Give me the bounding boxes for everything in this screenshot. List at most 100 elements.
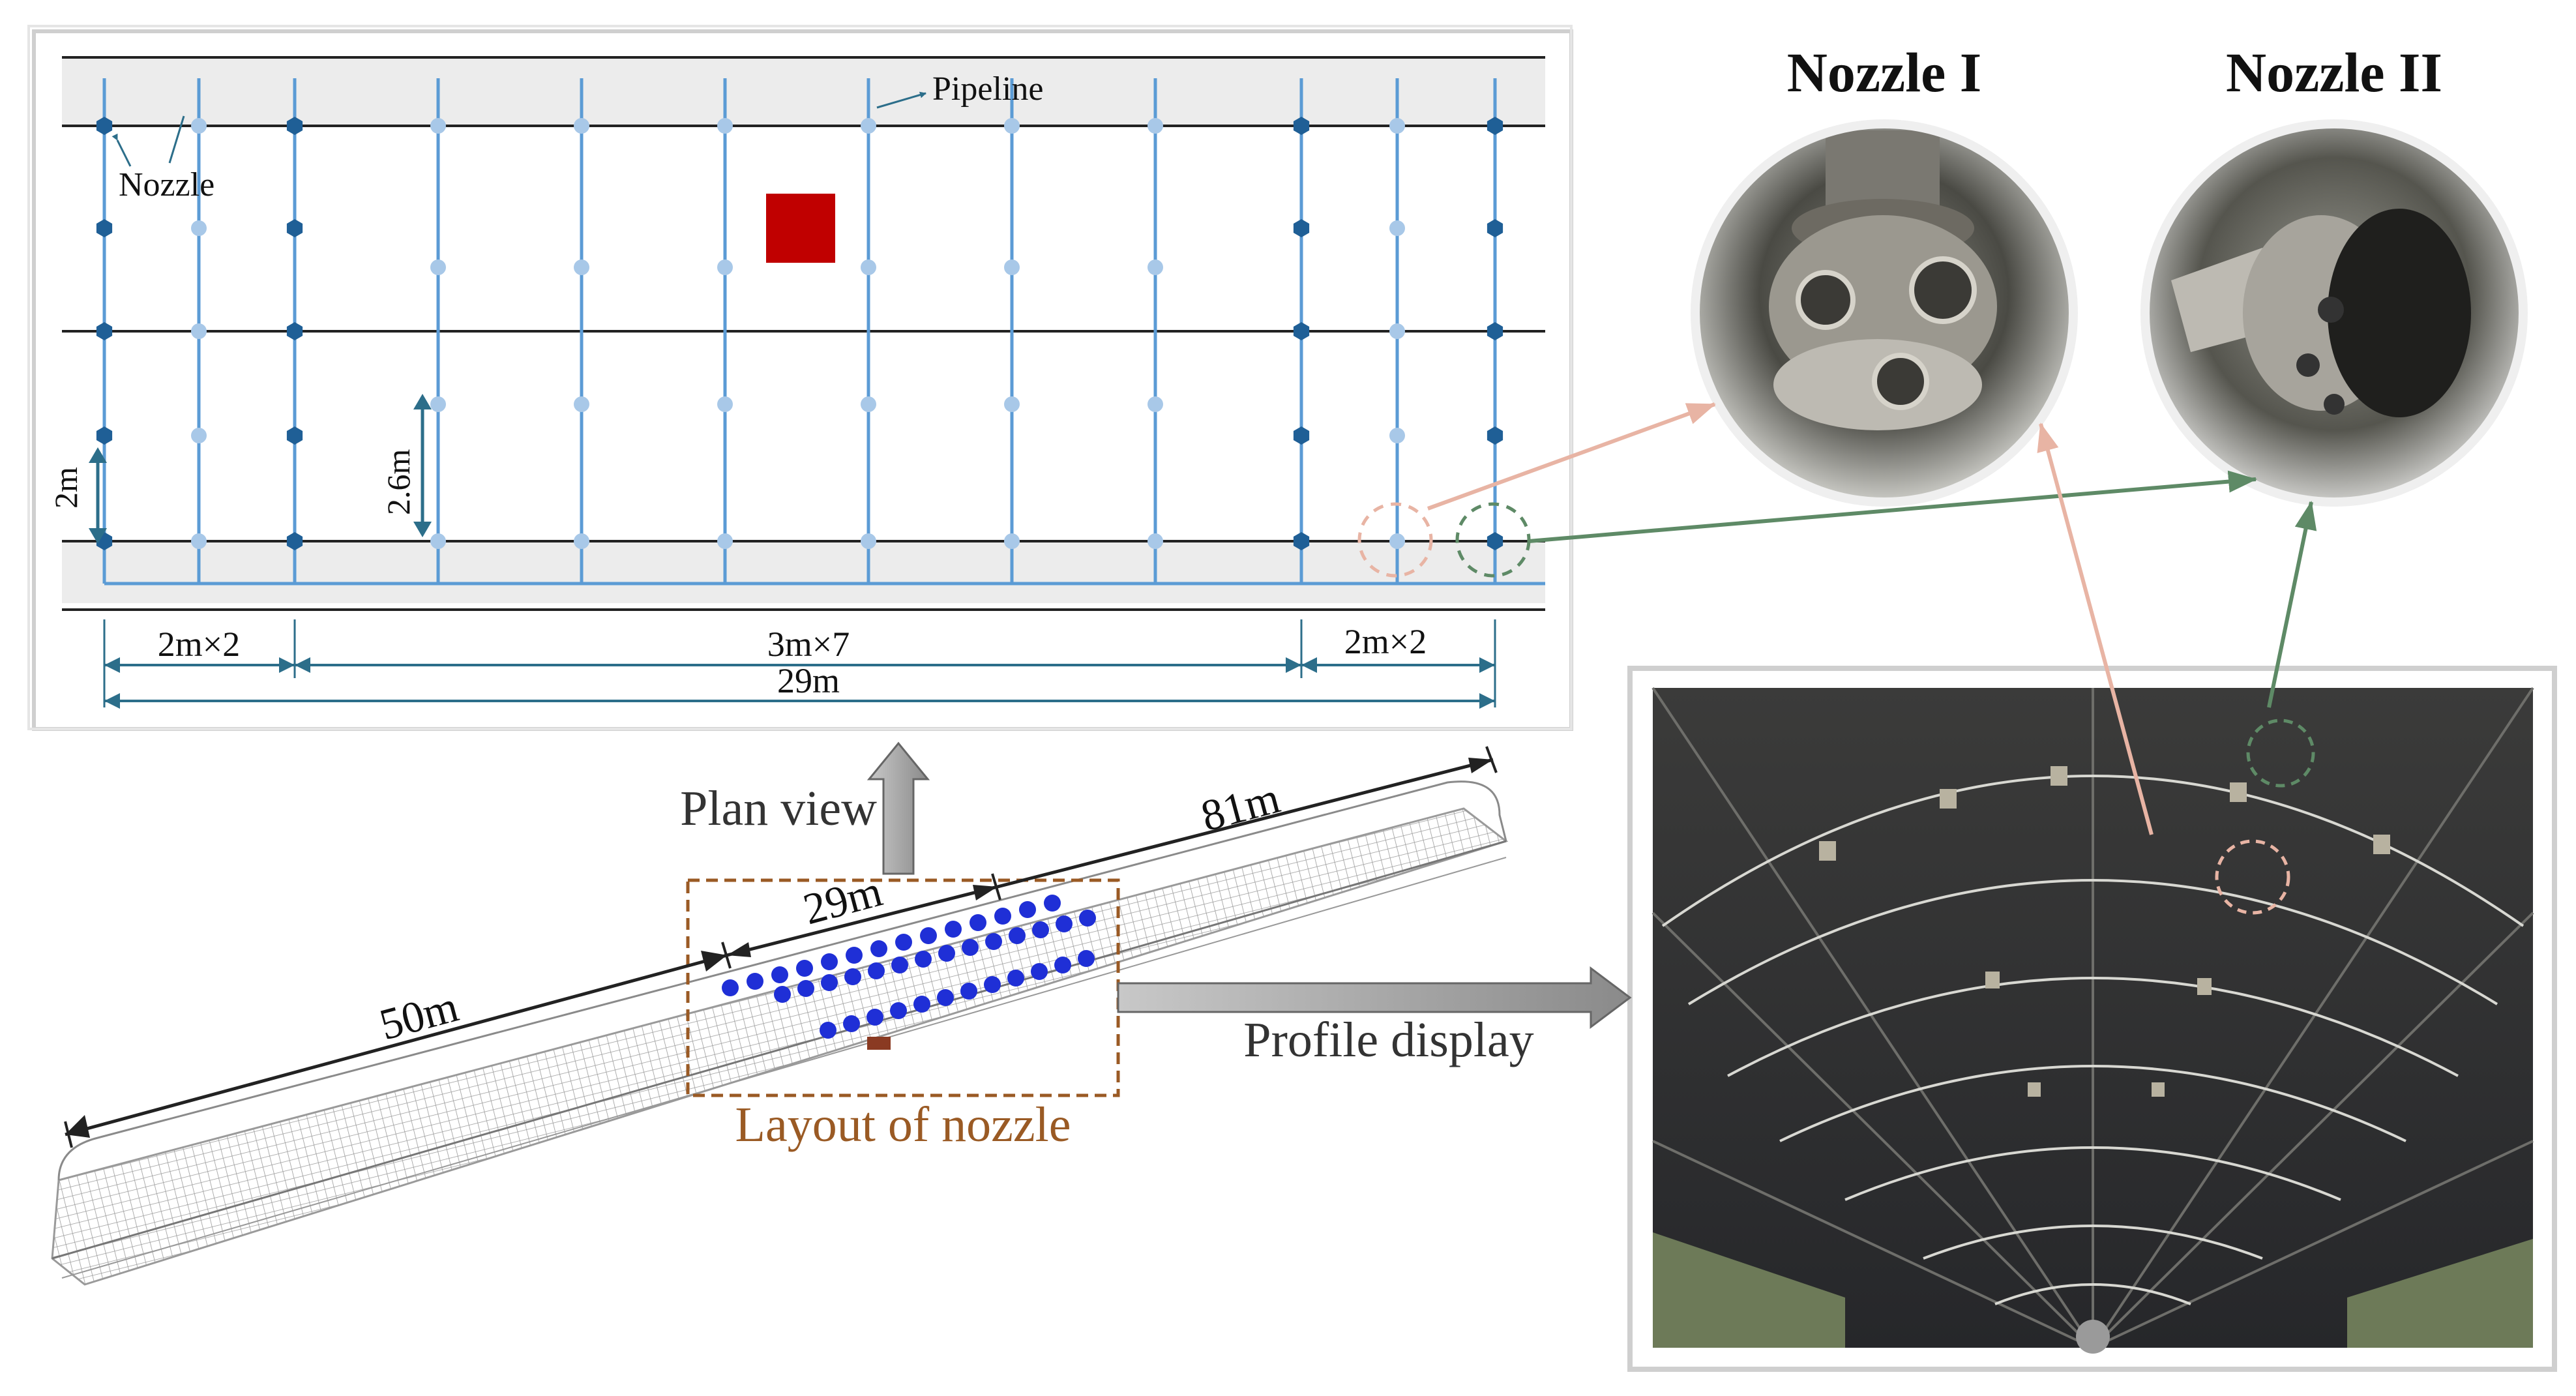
nozzle-type-1-marker	[574, 396, 589, 412]
nozzle-type-1-marker	[1004, 260, 1020, 275]
model-nozzle-dot	[821, 953, 838, 970]
len-81-label: 81m	[1196, 773, 1284, 841]
model-nozzle-dot	[774, 986, 791, 1003]
nozzle-1-photo	[1691, 119, 2078, 507]
arrow-to-nozzle-2	[1528, 470, 2257, 543]
model-nozzle-dot	[796, 960, 813, 977]
len-50-label: 50m	[374, 981, 463, 1050]
nozzle-type-2-marker	[96, 426, 113, 445]
model-nozzle-dot	[915, 951, 932, 968]
model-nozzle-dot	[1079, 910, 1096, 927]
nozzle-type-2-marker	[96, 219, 113, 237]
model-nozzle-dot	[945, 921, 962, 938]
nozzle-type-1-marker	[191, 118, 207, 134]
model-nozzle-dot	[1019, 901, 1036, 918]
nozzle-2-title: Nozzle II	[2226, 41, 2442, 104]
nozzle-type-2-marker	[286, 532, 303, 550]
arrow-to-nozzle-1	[1427, 402, 1716, 511]
tunnel-nozzle-2-highlight	[2246, 719, 2315, 788]
model-nozzle-dot	[895, 934, 912, 951]
nozzle-type-1-marker	[191, 220, 207, 236]
nozzle-2-photo	[2140, 119, 2528, 507]
nozzle-type-2-marker	[286, 426, 303, 445]
tunnel-nozzle-1-highlight	[2215, 839, 2290, 915]
plan-view-label: Plan view	[680, 781, 877, 836]
len-29-line	[726, 885, 998, 957]
nozzle-type-1-marker	[1004, 533, 1020, 549]
nozzle-type-2-marker	[286, 117, 303, 135]
model-nozzle-dot	[994, 908, 1011, 925]
model-nozzle-dot	[890, 1002, 907, 1019]
nozzle-type-1-marker	[861, 260, 876, 275]
nozzle-grid	[96, 78, 1503, 584]
nozzle-type-1-marker	[574, 118, 589, 134]
nozzle-type-2-marker	[1293, 532, 1310, 550]
model-nozzle-dot	[844, 968, 861, 985]
tunnel-photo	[1627, 666, 2557, 1372]
nozzle-type-2-marker	[1487, 219, 1503, 237]
bottom-band	[62, 541, 1545, 603]
model-nozzle-dot	[1007, 970, 1024, 987]
pipeline-label: Pipeline	[932, 70, 1043, 108]
model-nozzle-dot	[846, 947, 863, 964]
nozzle-type-1-marker	[1147, 260, 1163, 275]
nozzle-type-1-marker	[861, 533, 876, 549]
len-29-label: 29m	[798, 866, 887, 934]
model-nozzle-dot	[870, 940, 887, 957]
plan-frame	[32, 29, 1573, 731]
nozzle-type-2-marker	[1487, 117, 1503, 135]
model-nozzle-dot	[1054, 957, 1071, 973]
nozzle-type-1-marker	[430, 260, 446, 275]
nozzle-type-2-marker	[1293, 426, 1310, 445]
model-nozzle-dot	[962, 939, 979, 956]
model-nozzle-dot	[938, 945, 955, 962]
model-nozzle-dot	[771, 966, 788, 983]
nozzle-type-1-marker	[861, 118, 876, 134]
model-nozzle-dot	[937, 989, 954, 1006]
nozzle-type-1-marker	[430, 118, 446, 134]
profile-display-label: Profile display	[1243, 1013, 1533, 1067]
nozzle-type-1-marker	[717, 396, 733, 412]
model-nozzle-dot	[1078, 950, 1095, 967]
nozzle-type-2-marker	[1487, 426, 1503, 445]
nozzle-1-title: Nozzle I	[1787, 41, 1981, 104]
nozzle-type-1-marker	[574, 533, 589, 549]
model-nozzle-dot	[1032, 921, 1049, 938]
model-nozzle-dot	[1044, 895, 1061, 912]
model-nozzle-dot	[1056, 915, 1073, 932]
nozzle-type-1-marker	[1004, 396, 1020, 412]
nozzle-type-1-marker	[1389, 533, 1405, 549]
nozzle-type-1-marker	[717, 260, 733, 275]
plan-view-panel: Pipeline Nozzle 2m 2.6m 2m×2 3m×7 2m×2	[27, 25, 1573, 731]
nozzle-type-1-marker	[430, 533, 446, 549]
model-nozzle-dot	[722, 979, 739, 996]
dim-middle-label: 3m×7	[767, 625, 850, 664]
model-nozzle-dot	[868, 962, 885, 979]
model-nozzle-dot	[820, 1022, 836, 1039]
nozzle-type-1-marker	[1004, 118, 1020, 134]
dim-total-label: 29m	[777, 661, 840, 700]
nozzle-type-2-marker	[1487, 532, 1503, 550]
model-nozzle-dot	[843, 1015, 860, 1032]
nozzle-type-2-marker	[286, 322, 303, 340]
nozzle-type-2-marker	[1293, 219, 1310, 237]
nozzle-type-2-marker	[1293, 322, 1310, 340]
nozzle-type-1-marker	[1147, 118, 1163, 134]
model-nozzle-dot	[797, 980, 814, 997]
dim-2m-label: 2m	[48, 467, 84, 509]
model-nozzle-dot	[920, 927, 937, 944]
model-nozzle-dot	[1031, 963, 1048, 980]
model-nozzle-dot	[960, 983, 977, 1000]
nozzle-type-2-marker	[1293, 117, 1310, 135]
nozzle-type-1-marker	[430, 396, 446, 412]
fire-source	[766, 194, 835, 263]
nozzle-type-2-marker	[1487, 322, 1503, 340]
profile-display-arrow	[1117, 966, 1632, 1029]
dim-26m-label: 2.6m	[380, 449, 417, 516]
model-nozzles	[722, 895, 1096, 1039]
model-nozzle-dot	[984, 976, 1001, 993]
model-nozzle-dot	[913, 996, 930, 1013]
nozzle-type-1-marker	[191, 428, 207, 443]
nozzle-type-1-marker	[1147, 533, 1163, 549]
nozzle-type-1-marker	[1389, 220, 1405, 236]
